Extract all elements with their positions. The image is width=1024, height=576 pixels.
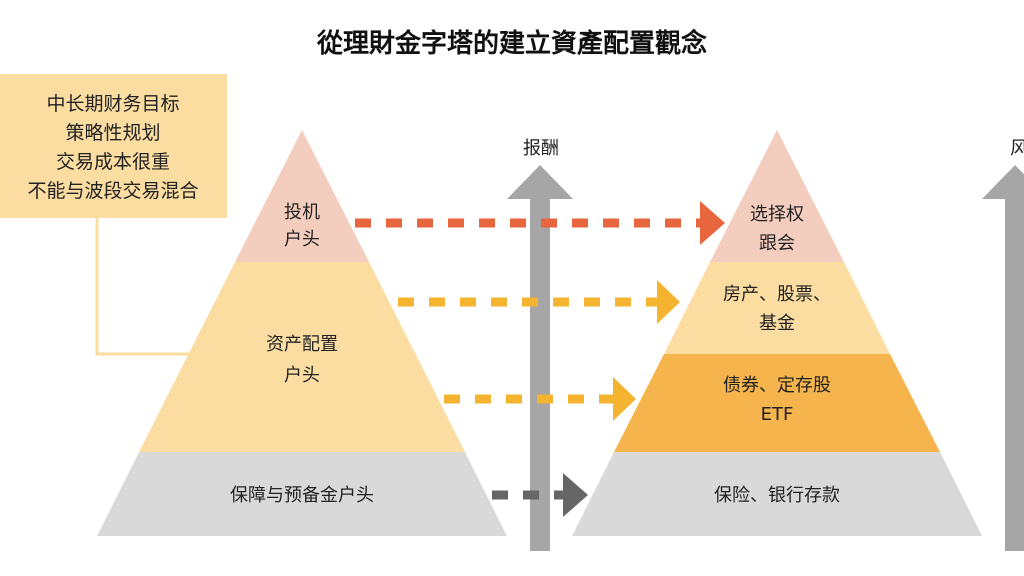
diagram-title: 從理財金字塔的建立資產配置觀念 — [316, 28, 707, 59]
right-level-4-line-1: 保险、银行存款 — [714, 485, 840, 506]
left-level-2-line-2: 户头 — [284, 365, 320, 386]
right-level-2-line-1: 房产、股票、 — [723, 284, 831, 305]
allocation-connector-arrow-upper — [398, 280, 680, 324]
left-level-3-line-1: 保障与预备金户头 — [230, 485, 374, 506]
left-pyramid-level-safety — [97, 452, 507, 536]
left-level-1-line-1: 投机 — [284, 202, 320, 223]
note-line-2: 策略性规划 — [65, 122, 160, 144]
right-level-3-line-1: 债券、定存股 — [723, 375, 831, 396]
right-pyramid-level-options — [710, 130, 844, 262]
right-level-1-line-2: 跟会 — [759, 233, 795, 254]
note-line-3: 交易成本很重 — [56, 151, 170, 173]
left-pyramid-level-allocation — [139, 262, 465, 452]
return-arrow-icon — [507, 165, 573, 551]
note-line-1: 中长期财务目标 — [46, 93, 179, 115]
note-box — [0, 74, 227, 218]
safety-connector-arrow — [492, 473, 588, 517]
right-level-1-line-1: 选择权 — [750, 204, 804, 225]
allocation-connector-arrow-lower — [444, 377, 636, 421]
right-level-2-line-2: 基金 — [759, 313, 795, 334]
risk-axis-label: 风险 — [1010, 138, 1024, 159]
left-pyramid-level-speculation — [235, 130, 369, 262]
right-pyramid-level-insurance — [572, 452, 982, 536]
left-level-1-line-2: 户头 — [284, 229, 320, 250]
right-level-3-line-2: ETF — [761, 404, 794, 425]
left-level-2-line-1: 资产配置 — [266, 334, 338, 355]
note-connector-line — [95, 218, 190, 356]
right-pyramid-level-bonds — [614, 354, 940, 452]
risk-arrow-icon — [982, 165, 1024, 551]
speculation-connector-arrow — [355, 201, 725, 245]
note-line-4: 不能与波段交易混合 — [27, 180, 198, 202]
right-pyramid-level-equities — [664, 262, 890, 354]
return-axis-label: 报酬 — [523, 138, 559, 159]
